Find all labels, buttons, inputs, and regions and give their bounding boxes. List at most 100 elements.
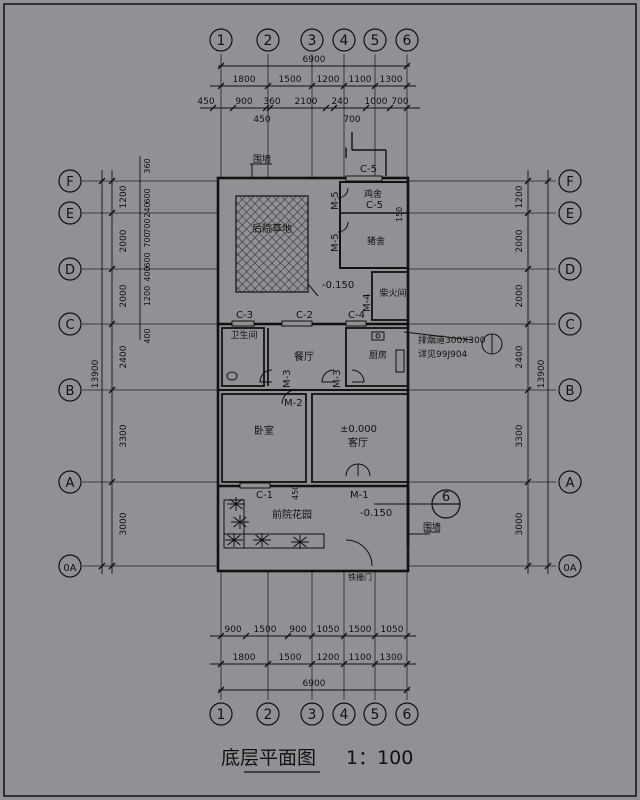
- axis-bubble-label: B: [566, 384, 575, 399]
- dim-text: 1500: [279, 653, 302, 663]
- axis-bubble: [558, 470, 582, 494]
- axis-bubble-label: A: [566, 476, 575, 491]
- level-back: -0.150: [322, 280, 354, 291]
- flue-label-1: 排烟道300X300: [418, 334, 486, 346]
- axis-bubble: [558, 312, 582, 336]
- axis-bubble-label: 5: [371, 707, 380, 723]
- dim-text: 700: [143, 232, 152, 247]
- axis-bubble-label: 4: [340, 33, 349, 49]
- axis-bubble-label: D: [565, 263, 575, 278]
- dim-text: 240: [143, 202, 152, 217]
- dim-text: 1200: [317, 653, 340, 663]
- dim-text: 600: [143, 188, 152, 203]
- label-m3b: M-3: [332, 369, 343, 388]
- label-450: 450: [291, 485, 300, 500]
- axis-bubble: [395, 28, 419, 52]
- dim-text: 2000: [119, 229, 129, 252]
- axis-bubble-label: F: [566, 175, 573, 190]
- flue-indicator: [403, 331, 503, 355]
- dim-text: 1200: [515, 185, 525, 208]
- dim-text: 1100: [349, 75, 372, 85]
- door-swings: [259, 187, 376, 567]
- dim-text: 2000: [119, 284, 129, 307]
- axis-bubble-label: D: [65, 263, 75, 278]
- axis-bubble-label: 0A: [63, 563, 76, 574]
- label-c5a: C-5: [360, 164, 377, 175]
- dim-text: 900: [289, 625, 306, 635]
- axis-bubble-label: 6: [403, 707, 412, 723]
- label-m5b: M-5: [330, 233, 341, 252]
- room-bedroom: 卧室: [254, 424, 274, 437]
- axis-bubble-label: 5: [371, 33, 380, 49]
- label-m5a: M-5: [330, 191, 341, 210]
- axis-bubble: [558, 201, 582, 225]
- plant-icon: [291, 535, 309, 549]
- level-front: -0.150: [360, 508, 392, 519]
- axis-bubble: [558, 378, 582, 402]
- dim-text: 1800: [233, 653, 256, 663]
- axis-bubble: [300, 28, 324, 52]
- garden-plants: [223, 499, 325, 549]
- axis-bubble: [58, 554, 82, 578]
- dim-text: 13900: [537, 359, 547, 388]
- label-c4: C-4: [348, 310, 365, 321]
- dim-text: 2100: [295, 97, 318, 107]
- room-pig: 猪舍: [367, 235, 385, 247]
- dim-text: 700: [343, 115, 360, 125]
- dim-text: 1050: [381, 625, 404, 635]
- dim-text: 1100: [349, 653, 372, 663]
- dim-text: 600: [143, 252, 152, 267]
- windows: [231, 175, 383, 489]
- dim-text: 3000: [119, 512, 129, 535]
- dim-text: 1500: [254, 625, 277, 635]
- label-m2: M-2: [284, 398, 303, 409]
- axis-bubble: [209, 28, 233, 52]
- leader-lines: [250, 163, 440, 535]
- room-front-garden: 前院花园: [272, 508, 312, 521]
- detail-callout: 6: [374, 489, 461, 519]
- axis-bubble: [58, 312, 82, 336]
- dim-text: 1200: [317, 75, 340, 85]
- axis-bubble-label: 3: [308, 707, 317, 723]
- label-m3a: M-3: [282, 369, 293, 388]
- dim-text: 900: [224, 625, 241, 635]
- dim-text: 700: [391, 97, 408, 107]
- section-mark-label: I: [344, 146, 348, 162]
- axis-bubble: [558, 169, 582, 193]
- room-backyard-lawn: 后院草地: [252, 222, 292, 235]
- axis-bubble: [395, 702, 419, 726]
- plant-symbols: [225, 497, 309, 549]
- label-m4: M-4: [362, 293, 373, 312]
- room-firewood: 柴火间: [379, 287, 406, 299]
- axis-grid: [82, 54, 556, 700]
- plant-icon: [253, 533, 271, 547]
- dim-text: 3000: [515, 512, 525, 535]
- flue-label-2: 详见99J904: [418, 348, 468, 360]
- dim-text: 3300: [515, 424, 525, 447]
- room-dining: 餐厅: [294, 350, 314, 363]
- component-labels: C-5 C-5 C-3 C-2 C-4 C-1 M-5 M-5 M-4 M-3 …: [236, 164, 486, 519]
- plant-icon: [231, 515, 249, 529]
- axis-bubble-label: E: [566, 207, 574, 222]
- axis-bubble: [58, 378, 82, 402]
- axis-bubble: [58, 169, 82, 193]
- room-living: 客厅: [348, 436, 368, 449]
- label-c1: C-1: [256, 490, 273, 501]
- dim-text: 2400: [515, 345, 525, 368]
- room-labels: 后院草地 鸡舍 猪舍 柴火间 卫生间 餐厅 厨房 卧室 客厅 前院花园 围墙 围…: [230, 153, 441, 582]
- axis-bubble-label: F: [66, 175, 73, 190]
- dim-text: 6900: [303, 55, 326, 65]
- axis-bubble-label: 3: [308, 33, 317, 49]
- plant-icon: [225, 533, 243, 547]
- dim-text: 1000: [365, 97, 388, 107]
- dimension-lines: [98, 62, 552, 694]
- dim-text: 700: [143, 218, 152, 233]
- axis-bubble: [256, 702, 280, 726]
- section-mark: [351, 132, 387, 176]
- drawing-title: 底层平面图: [221, 747, 316, 769]
- dim-text: 360: [263, 97, 280, 107]
- detail-number: 6: [442, 490, 450, 505]
